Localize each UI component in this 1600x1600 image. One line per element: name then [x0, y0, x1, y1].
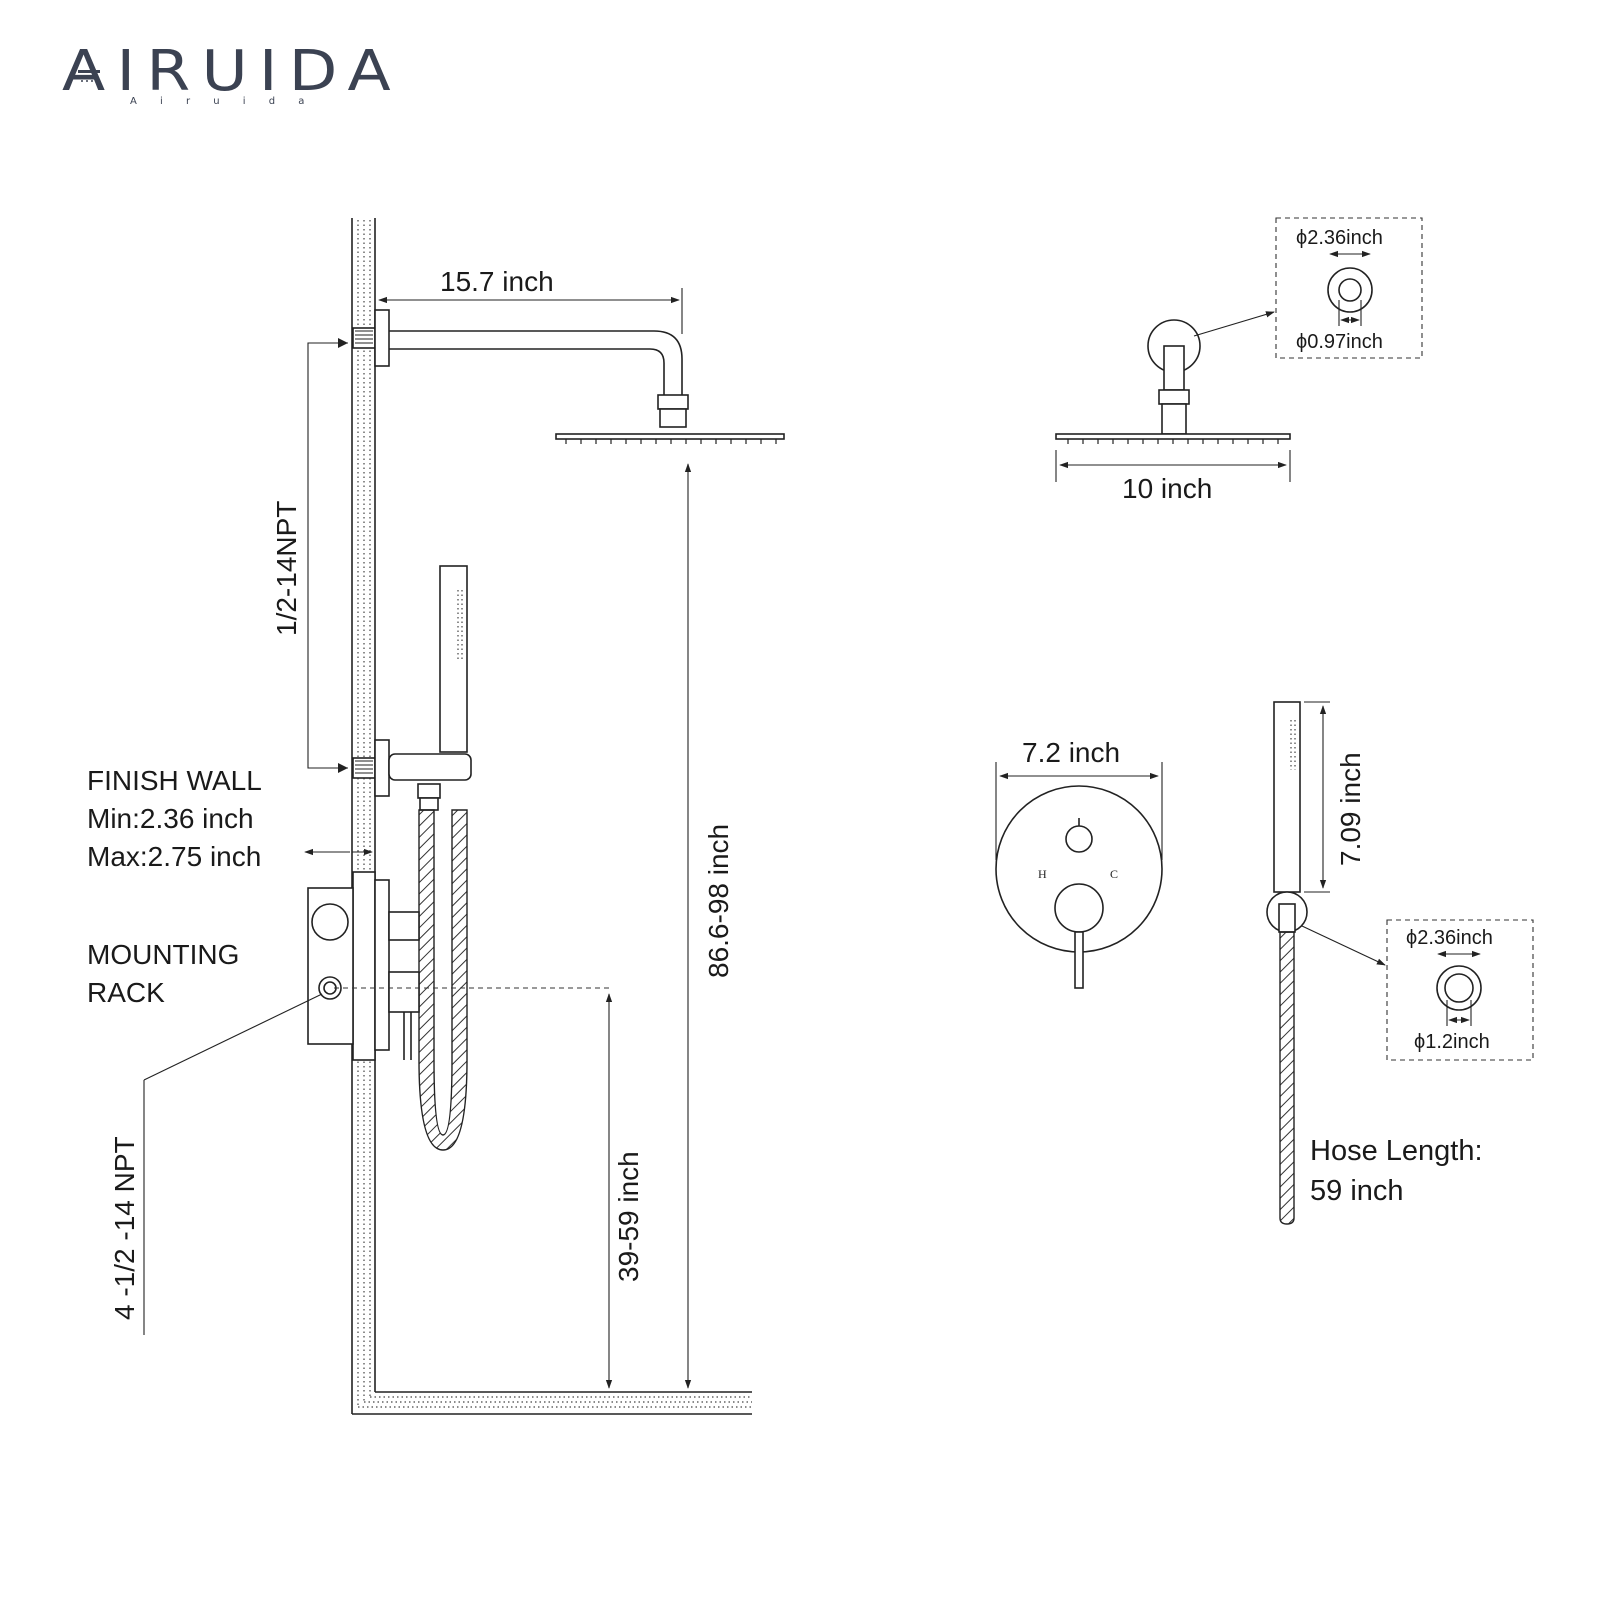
- valve-trim-detail: 7.2 inch H C: [995, 737, 1163, 989]
- cold-label: C: [1110, 867, 1118, 881]
- hot-label: H: [1038, 867, 1047, 881]
- finish-wall-max: Max:2.75 inch: [87, 841, 261, 872]
- valve-body: [307, 871, 420, 1061]
- valve-width-label: 7.2 inch: [1022, 737, 1120, 768]
- brand-logo: AIRUIDA A i r u i d a: [62, 39, 402, 107]
- hand-shower-mounted: [352, 565, 472, 1151]
- pipe-thread-label: 1/2-14NPT: [271, 501, 302, 636]
- hose-length-label: Hose Length:: [1310, 1135, 1483, 1167]
- shower-arm: [352, 309, 785, 444]
- finish-wall-title: FINISH WALL: [87, 765, 262, 796]
- handshower-flange-outer: ϕ2.36inch: [1406, 927, 1493, 949]
- mounting-rack-line2: RACK: [87, 977, 165, 1008]
- showerhead-flange-inner: ϕ0.97inch: [1296, 331, 1383, 353]
- inlet-thread-label: 4 -1/2 -14 NPT: [109, 1136, 140, 1320]
- brand-name: AIRUIDA: [62, 39, 402, 104]
- showerhead-height-label: 86.6-98 inch: [703, 824, 734, 978]
- mounting-rack-line1: MOUNTING: [87, 939, 239, 970]
- brand-tagline: A i r u i d a: [130, 96, 314, 107]
- handshower-flange-inner: ϕ1.2inch: [1414, 1031, 1490, 1053]
- finish-wall-min: Min:2.36 inch: [87, 803, 254, 834]
- handshower-length-label: 7.09 inch: [1335, 752, 1366, 866]
- arm-length-label: 15.7 inch: [440, 266, 554, 297]
- showerhead-nozzles: [565, 439, 777, 444]
- showerhead-width-label: 10 inch: [1122, 473, 1212, 504]
- hand-shower-detail: 7.09 inch ϕ2.36inch ϕ1.2inch Hose Length…: [1266, 701, 1534, 1225]
- showerhead-flange-outer: ϕ2.36inch: [1296, 227, 1383, 249]
- wall: [351, 218, 752, 1415]
- hose-length-value: 59 inch: [1310, 1175, 1404, 1207]
- main-installation-diagram: 15.7 inch 1/2-14NPT: [87, 218, 785, 1415]
- valve-height-label: 39-59 inch: [613, 1151, 644, 1282]
- showerhead-detail: 10 inch ϕ2.36inch ϕ0.97inch: [1055, 217, 1423, 504]
- shower-icon: [78, 70, 100, 84]
